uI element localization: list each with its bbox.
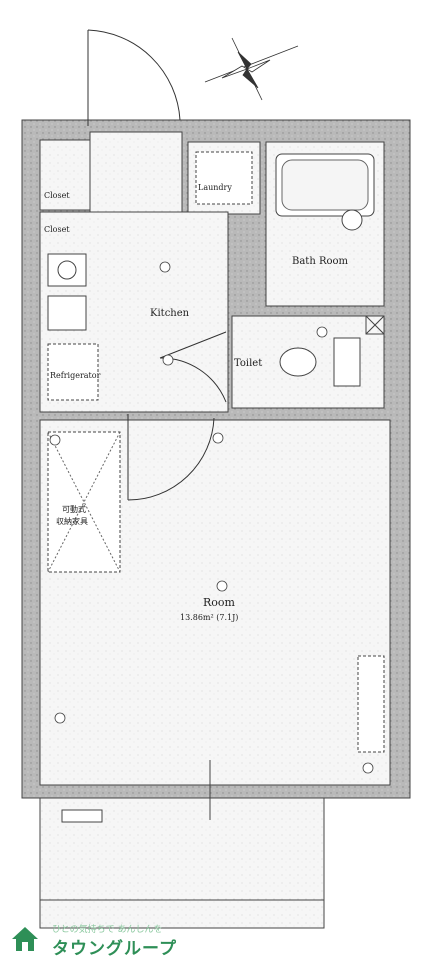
company-logo: ひとの気持ちで あんしんを タウングループ bbox=[8, 920, 208, 959]
label-toilet: Toilet bbox=[234, 358, 262, 369]
label-refrigerator: Refrigerator bbox=[50, 371, 101, 380]
label-closet-mid: Closet bbox=[44, 225, 70, 234]
outlet-icon bbox=[49, 434, 61, 446]
movable-storage bbox=[47, 431, 121, 573]
tv-cabinet bbox=[357, 655, 385, 753]
logo-brand: タウングループ bbox=[52, 939, 177, 959]
stove-icon bbox=[47, 295, 87, 331]
label-laundry: Laundry bbox=[198, 183, 232, 192]
compass-icon bbox=[204, 37, 299, 101]
outlet-icon bbox=[212, 432, 224, 444]
outlet-icon bbox=[159, 261, 171, 273]
house-logo-icon bbox=[12, 927, 38, 951]
label-bath-room: Bath Room bbox=[292, 256, 349, 267]
label-closet-top: Closet bbox=[44, 191, 70, 200]
washer-space bbox=[195, 151, 253, 205]
entrance-floor bbox=[89, 131, 183, 213]
entrance-door[interactable] bbox=[87, 29, 181, 126]
bath-sink-icon bbox=[341, 209, 363, 231]
label-kitchen: Kitchen bbox=[150, 308, 190, 319]
outlet-icon bbox=[316, 326, 328, 338]
closet-top-area bbox=[39, 139, 91, 211]
label-storage-line1: 可動式 bbox=[62, 504, 86, 514]
label-room-size: 13.86m² (7.1J) bbox=[180, 613, 238, 622]
logo-tagline: ひとの気持ちで あんしんを bbox=[52, 925, 163, 935]
refrigerator-space bbox=[47, 343, 99, 401]
label-room: Room bbox=[203, 596, 236, 609]
outlet-icon bbox=[54, 712, 66, 724]
room-door[interactable] bbox=[127, 414, 215, 501]
outlet-icon bbox=[216, 580, 228, 592]
outlet-icon bbox=[162, 354, 174, 366]
toilet-icon bbox=[279, 347, 317, 377]
label-storage-line2: 収納家具 bbox=[56, 516, 88, 526]
outlet-icon bbox=[362, 762, 374, 774]
